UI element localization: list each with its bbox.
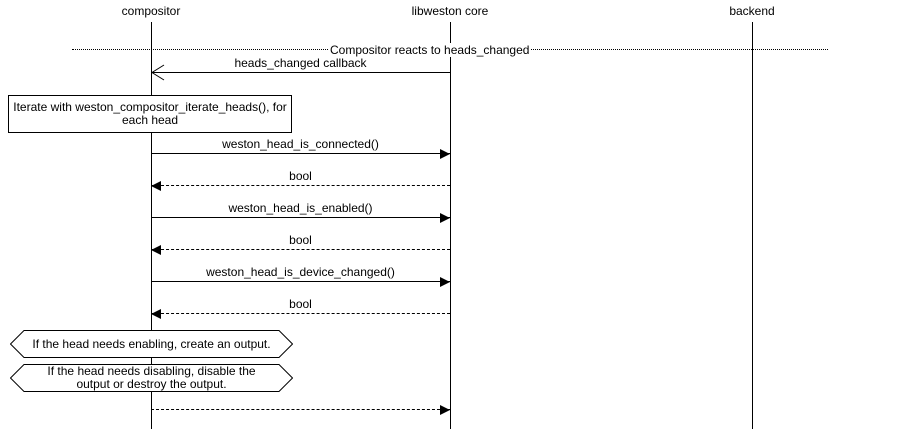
- note-text: Iterate with weston_compositor_iterate_h…: [13, 100, 287, 127]
- arrowhead-bool-return-3: [151, 309, 161, 319]
- message-label-weston-head-is-enabled: weston_head_is_enabled(): [228, 201, 373, 215]
- arrowhead-final-return: [440, 405, 450, 415]
- condition-shape: [10, 330, 293, 358]
- message-line-bool-return-2: [151, 249, 450, 250]
- message-label-bool-return-1: bool: [289, 169, 312, 183]
- message-line-final-return: [151, 409, 450, 410]
- message-line-weston-head-is-connected: [151, 153, 450, 154]
- condition-disable-head: If the head needs disabling, disable the…: [10, 364, 293, 392]
- condition-enable-head: If the head needs enabling, create an ou…: [10, 330, 293, 358]
- condition-shape: [10, 364, 293, 392]
- message-label-bool-return-3: bool: [289, 297, 312, 311]
- message-line-heads-changed-callback: [151, 72, 450, 73]
- arrowhead-bool-return-2: [151, 245, 161, 255]
- message-label-bool-return-2: bool: [289, 233, 312, 247]
- message-line-weston-head-is-device-changed: [151, 281, 450, 282]
- arrowhead-weston-head-is-enabled: [440, 213, 450, 223]
- message-line-bool-return-1: [151, 185, 450, 186]
- note-iterate-heads-note: Iterate with weston_compositor_iterate_h…: [8, 95, 292, 133]
- arrowhead-bool-return-1: [151, 181, 161, 191]
- participant-label-backend: backend: [729, 4, 775, 18]
- participant-label-libweston-core: libweston core: [411, 4, 489, 18]
- lifeline-backend: [752, 22, 753, 429]
- message-label-weston-head-is-connected: weston_head_is_connected(): [222, 137, 379, 151]
- condition-text: If the head needs disabling, disable the…: [47, 364, 256, 391]
- message-label-weston-head-is-device-changed: weston_head_is_device_changed(): [206, 265, 395, 279]
- lifeline-libweston-core: [450, 22, 451, 429]
- arrowhead-weston-head-is-connected: [440, 149, 450, 159]
- condition-text: If the head needs enabling, create an ou…: [32, 336, 271, 351]
- message-line-weston-head-is-enabled: [151, 217, 450, 218]
- participant-label-compositor: compositor: [121, 4, 181, 18]
- divider-label: Compositor reacts to heads_changed: [329, 43, 531, 57]
- arrowhead-weston-head-is-device-changed: [440, 277, 450, 287]
- message-label-heads-changed-callback: heads_changed callback: [234, 56, 367, 70]
- message-line-bool-return-3: [151, 313, 450, 314]
- lifeline-compositor: [151, 22, 152, 429]
